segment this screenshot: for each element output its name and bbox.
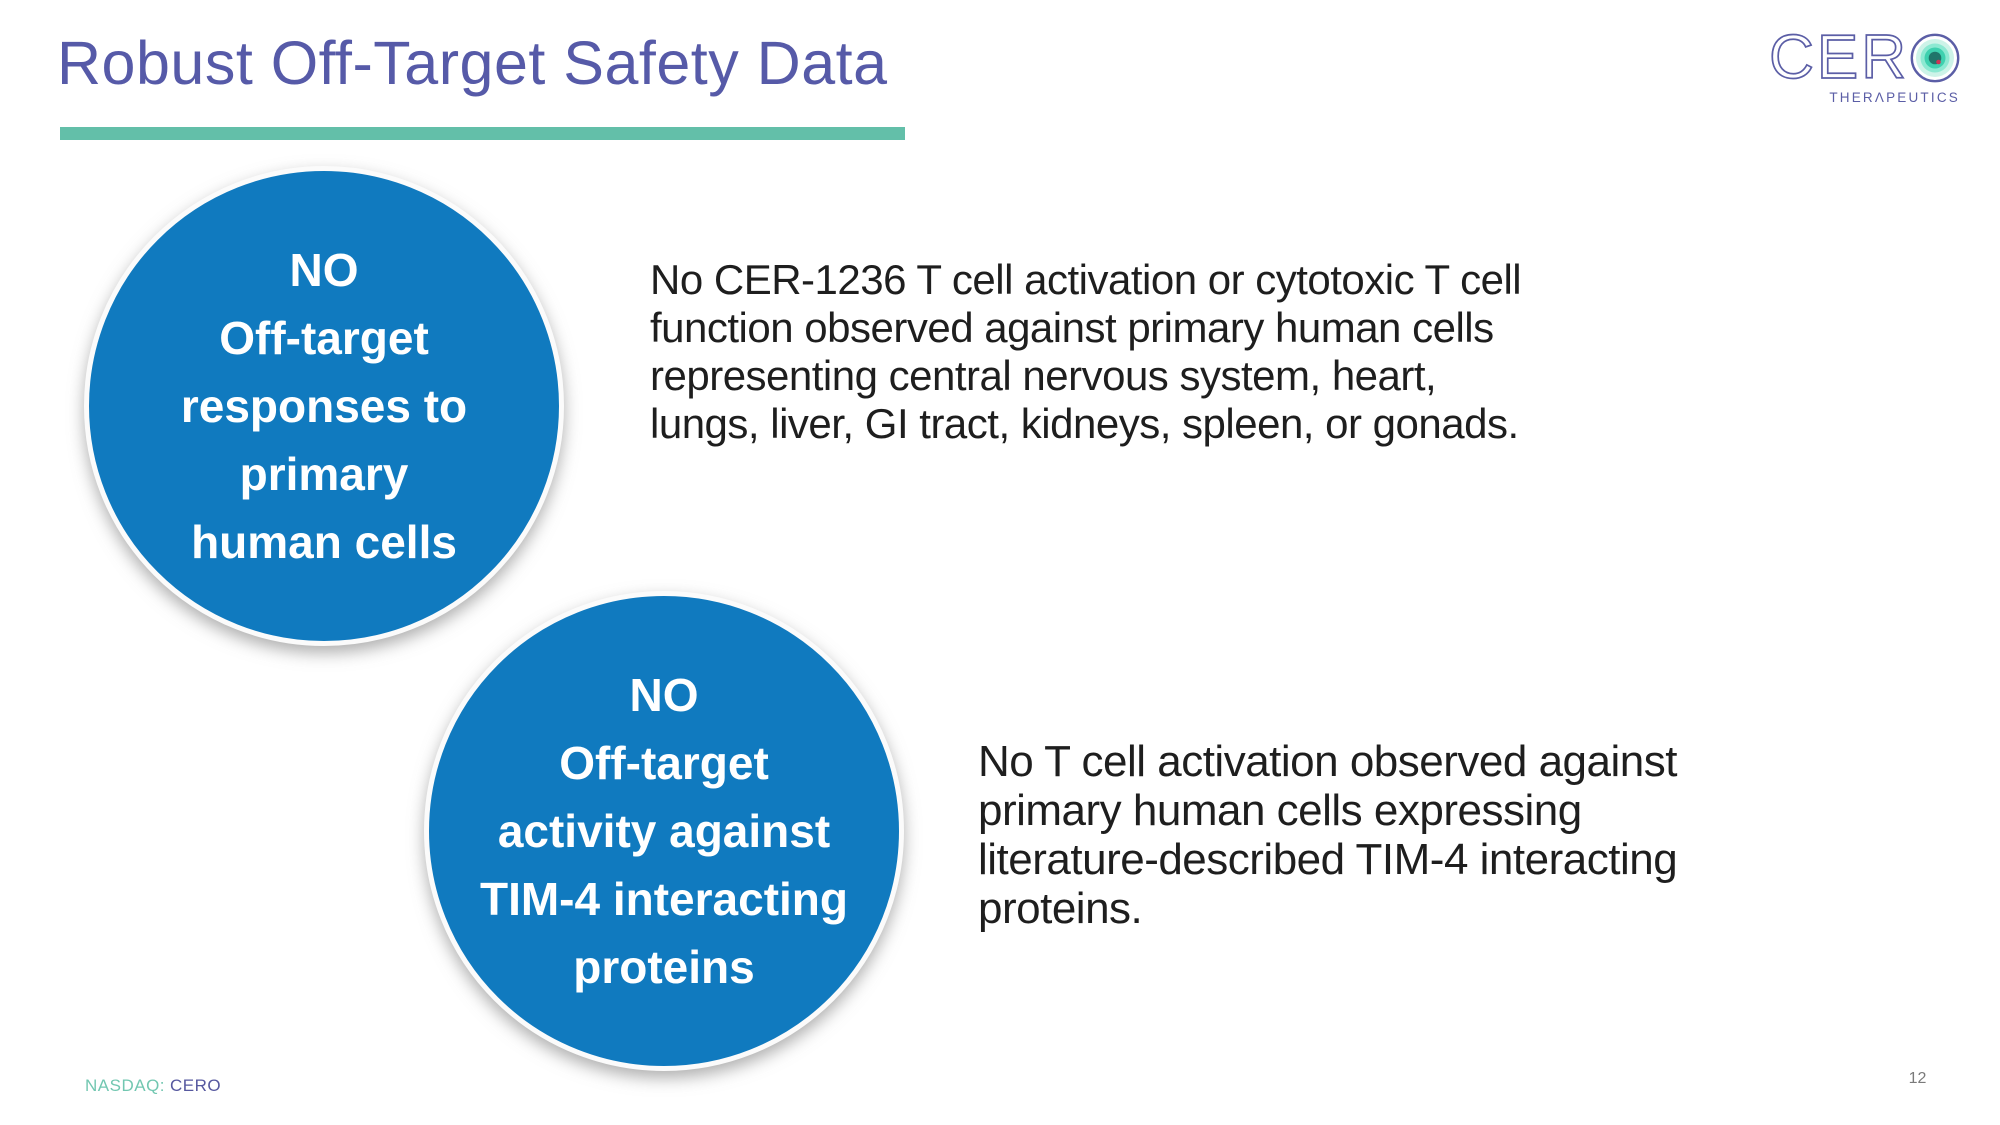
badge-no-off-target-activity: NO Off-target activity against TIM-4 int… xyxy=(424,591,904,1071)
exchange-label: NASDAQ: xyxy=(85,1076,166,1095)
badge-line: NO xyxy=(289,244,359,296)
paragraph-line: No T cell activation observed against xyxy=(978,737,1677,786)
paragraph-line: function observed against primary human … xyxy=(650,304,1494,351)
badge-line: human cells xyxy=(191,516,457,568)
title-underline xyxy=(60,127,905,140)
paragraph-line: No CER-1236 T cell activation or cytotox… xyxy=(650,256,1522,303)
ticker-symbol: CERO xyxy=(170,1076,222,1095)
logo-wordmark-text: CER xyxy=(1768,23,1909,92)
badge-line: activity against xyxy=(497,805,831,857)
logo-cell-o-icon xyxy=(1910,33,1960,83)
paragraph-primary-human-cells: No CER-1236 T cell activation or cytotox… xyxy=(650,256,1522,448)
page-title: Robust Off-Target Safety Data xyxy=(57,29,888,97)
badge-line: Off-target xyxy=(559,737,769,789)
badge-line: NO xyxy=(629,669,699,721)
paragraph-line: lungs, liver, GI tract, kidneys, spleen,… xyxy=(650,400,1519,447)
logo-wordmark-row: CER xyxy=(1768,26,1960,89)
badge-line: TIM-4 interacting xyxy=(479,873,849,925)
badge-line: Off-target xyxy=(219,312,429,364)
badge-no-off-target-responses: NO Off-target responses to primary human… xyxy=(84,166,564,646)
paragraph-line: primary human cells expressing xyxy=(978,786,1582,835)
logo-tagline: THERΛPEUTICS xyxy=(1829,90,1960,105)
page-number: 12 xyxy=(1908,1070,1927,1087)
badge-line: responses to xyxy=(180,380,468,432)
cero-therapeutics-logo: CER THERΛPEUTICS xyxy=(1768,26,1960,105)
badge-line: proteins xyxy=(573,941,755,993)
nasdaq-ticker: NASDAQ:CERO xyxy=(85,1076,221,1096)
paragraph-line: representing central nervous system, hea… xyxy=(650,352,1437,399)
badge-line: primary xyxy=(239,448,409,500)
paragraph-line: proteins. xyxy=(978,884,1143,933)
paragraph-tim4-proteins: No T cell activation observed against pr… xyxy=(978,737,1678,933)
paragraph-line: literature-described TIM-4 interacting xyxy=(978,835,1678,884)
